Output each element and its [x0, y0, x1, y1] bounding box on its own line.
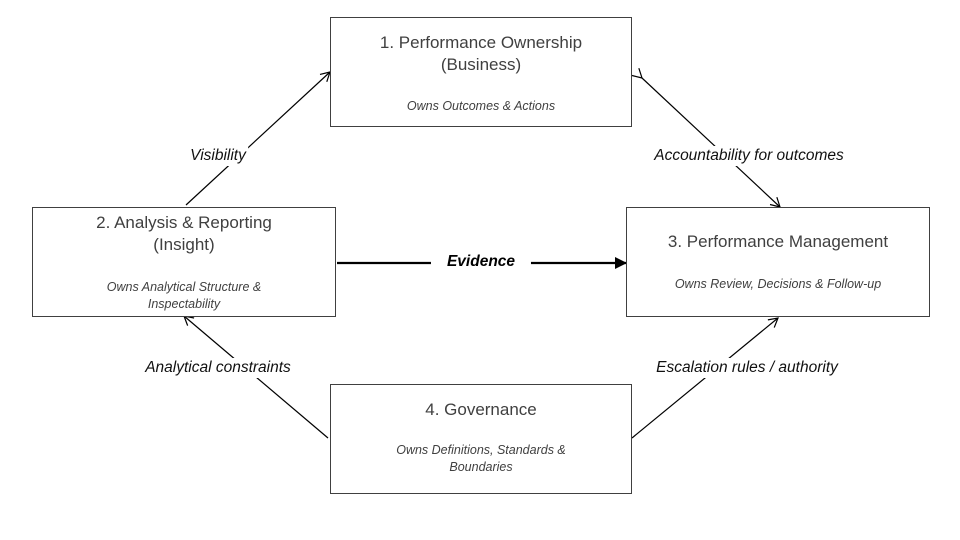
node-performance-ownership: 1. Performance Ownership (Business) Owns… [330, 17, 632, 127]
edge-accountability-label: Accountability for outcomes [652, 146, 846, 166]
node-performance-ownership-title: 1. Performance Ownership (Business) [379, 33, 583, 74]
node-analysis-reporting: 2. Analysis & Reporting (Insight) Owns A… [32, 207, 336, 317]
node-analysis-reporting-title: 2. Analysis & Reporting (Insight) [96, 213, 272, 254]
edge-escalation-label: Escalation rules / authority [654, 358, 840, 378]
node-performance-management-subtitle: Owns Review, Decisions & Follow-up [674, 277, 882, 291]
edge-visibility-label: Visibility [188, 146, 248, 166]
node-governance-subtitle: Owns Definitions, Standards & Boundaries [396, 443, 566, 474]
node-governance-title: 4. Governance [425, 400, 537, 419]
node-analysis-reporting-subtitle: Owns Analytical Structure & Inspectabili… [106, 280, 262, 311]
node-governance: 4. Governance Owns Definitions, Standard… [330, 384, 632, 494]
node-performance-management: 3. Performance Management Owns Review, D… [626, 207, 930, 317]
node-performance-management-title: 3. Performance Management [667, 232, 889, 251]
node-performance-ownership-subtitle: Owns Outcomes & Actions [406, 99, 556, 113]
edge-analytical-constraints-label: Analytical constraints [143, 358, 293, 378]
edge-escalation-line [631, 317, 779, 439]
edge-visibility-line [185, 71, 331, 206]
edge-accountability-line [631, 68, 781, 208]
edge-evidence-label: Evidence [430, 252, 532, 272]
